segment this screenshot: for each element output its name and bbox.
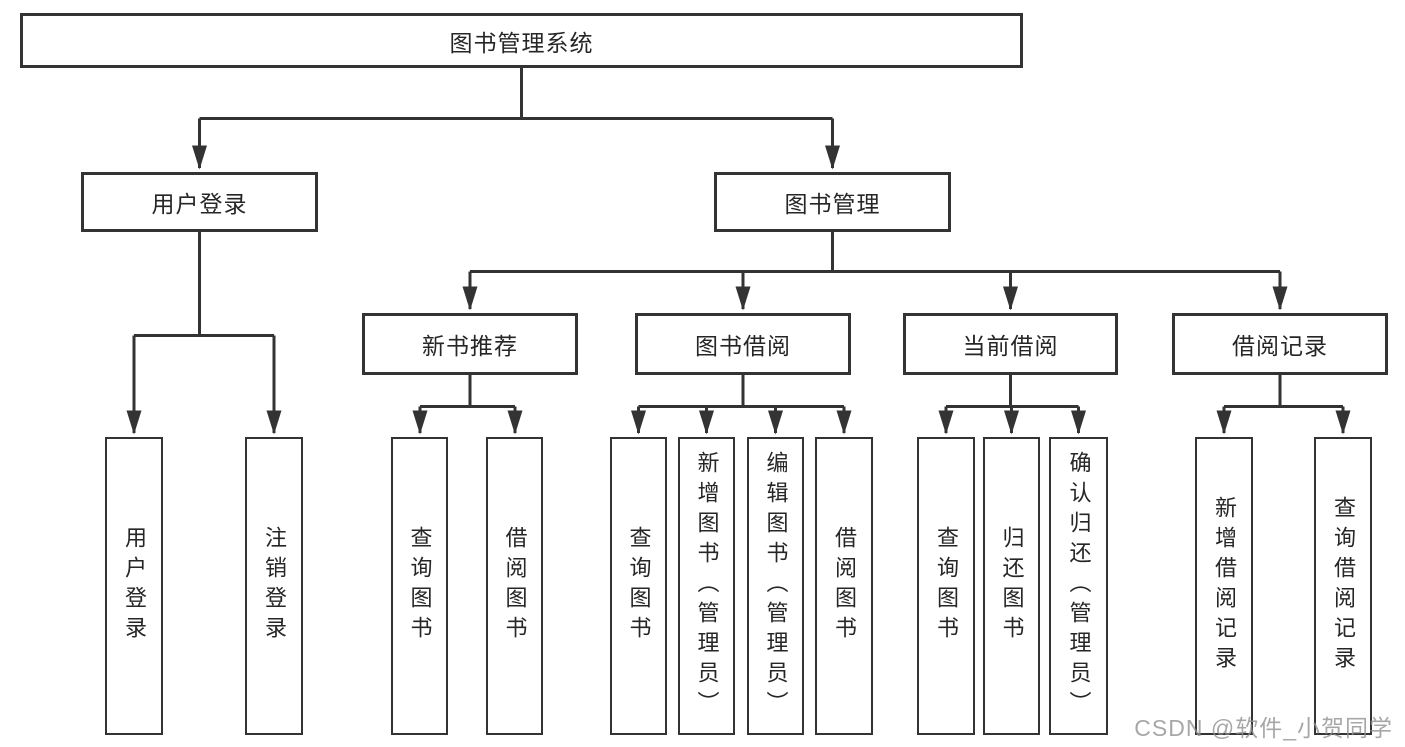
csdn-watermark: CSDN @软件_小贺同学 xyxy=(1134,715,1393,741)
leaf-logout: 注销登录 xyxy=(245,437,303,735)
node-borrow-records: 借阅记录 xyxy=(1172,313,1388,375)
leaf-add-book-admin: 新增图书（管理员） xyxy=(678,437,735,735)
leaf-label: 编辑图书（管理员） xyxy=(763,451,789,721)
leaf-edit-book-admin: 编辑图书（管理员） xyxy=(747,437,804,735)
leaf-label: 查询借阅记录 xyxy=(1331,496,1356,676)
node-current-borrow: 当前借阅 xyxy=(903,313,1118,375)
leaf-label: 用户登录 xyxy=(122,526,147,646)
leaf-label: 新增图书（管理员） xyxy=(694,451,720,721)
leaf-label: 新增借阅记录 xyxy=(1212,496,1237,676)
leaf-confirm-return-admin: 确认归还（管理员） xyxy=(1049,437,1108,735)
leaf-label: 查询图书 xyxy=(626,526,652,646)
leaf-label: 查询图书 xyxy=(407,526,433,646)
leaf-query-borrow-record: 查询借阅记录 xyxy=(1314,437,1372,735)
leaf-label: 归还图书 xyxy=(999,526,1025,646)
node-new-book-recommend: 新书推荐 xyxy=(362,313,578,375)
leaf-add-borrow-record: 新增借阅记录 xyxy=(1195,437,1253,735)
leaf-borrow-books: 借阅图书 xyxy=(815,437,873,735)
leaf-query-books-recommend: 查询图书 xyxy=(391,437,448,735)
node-user-login: 用户登录 xyxy=(81,172,318,232)
leaf-query-books-current: 查询图书 xyxy=(917,437,975,735)
leaf-query-books-borrow: 查询图书 xyxy=(610,437,667,735)
node-book-borrow: 图书借阅 xyxy=(635,313,851,375)
node-root-library-system: 图书管理系统 xyxy=(20,13,1023,68)
leaf-label: 查询图书 xyxy=(934,526,959,646)
leaf-user-login: 用户登录 xyxy=(105,437,163,735)
leaf-label: 注销登录 xyxy=(262,526,287,646)
leaf-label: 借阅图书 xyxy=(832,526,857,646)
node-book-management: 图书管理 xyxy=(714,172,951,232)
leaf-return-books: 归还图书 xyxy=(983,437,1040,735)
leaf-label: 借阅图书 xyxy=(502,526,528,646)
leaf-borrow-books-recommend: 借阅图书 xyxy=(486,437,543,735)
leaf-label: 确认归还（管理员） xyxy=(1066,451,1092,721)
